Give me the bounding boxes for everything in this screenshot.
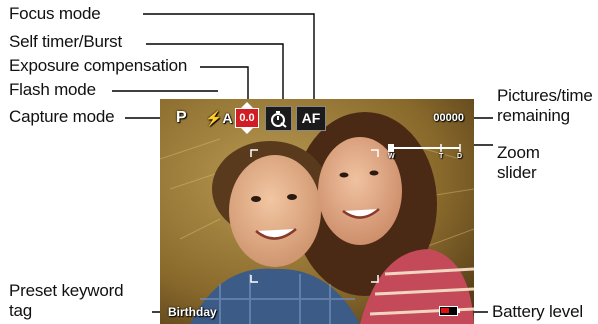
leader-self-timer bbox=[146, 43, 284, 104]
callout-exposure-compensation: Exposure compensation bbox=[9, 56, 188, 75]
zoom-slider-thumb bbox=[388, 144, 394, 152]
capture-mode-indicator: P bbox=[176, 109, 187, 126]
callout-preset-keyword: Preset keyword tag bbox=[9, 281, 124, 320]
leader-exposure bbox=[200, 66, 249, 104]
zoom-digital-label: D bbox=[457, 153, 463, 160]
battery-tip bbox=[458, 309, 460, 313]
callout-battery-level: Battery level bbox=[492, 302, 583, 321]
zoom-tele-label: T bbox=[439, 153, 444, 160]
zoom-slider bbox=[388, 144, 461, 152]
self-timer-icon bbox=[271, 111, 287, 128]
exposure-down-arrow-icon bbox=[241, 128, 253, 134]
preset-keyword-tag: Birthday bbox=[168, 305, 217, 319]
callout-flash-mode: Flash mode bbox=[9, 80, 96, 99]
focus-frame bbox=[250, 149, 379, 283]
callout-self-timer: Self timer/Burst bbox=[9, 32, 122, 51]
pictures-remaining-counter: 00000 bbox=[433, 112, 464, 124]
callout-capture-mode: Capture mode bbox=[9, 107, 115, 126]
self-timer-indicator bbox=[265, 106, 292, 131]
lcd-screen: P ⚡A 0.0 AF 00000 W T D Birthday bbox=[160, 99, 474, 324]
leader-focus-mode bbox=[143, 13, 315, 104]
exposure-compensation-indicator: 0.0 bbox=[235, 108, 259, 128]
flash-auto-icon: ⚡A bbox=[205, 110, 233, 126]
callout-zoom-slider: Zoom slider bbox=[497, 143, 540, 182]
focus-mode-indicator: AF bbox=[296, 106, 326, 131]
preview-photo bbox=[160, 99, 474, 324]
callout-focus-mode: Focus mode bbox=[9, 4, 101, 23]
battery-icon bbox=[439, 306, 458, 316]
callout-pictures-time: Pictures/time remaining bbox=[497, 86, 593, 125]
exposure-up-arrow-icon bbox=[241, 102, 253, 108]
battery-level-fill bbox=[441, 308, 449, 313]
status-bar: P ⚡A 0.0 AF 00000 bbox=[160, 99, 474, 139]
zoom-wide-label: W bbox=[388, 153, 395, 160]
